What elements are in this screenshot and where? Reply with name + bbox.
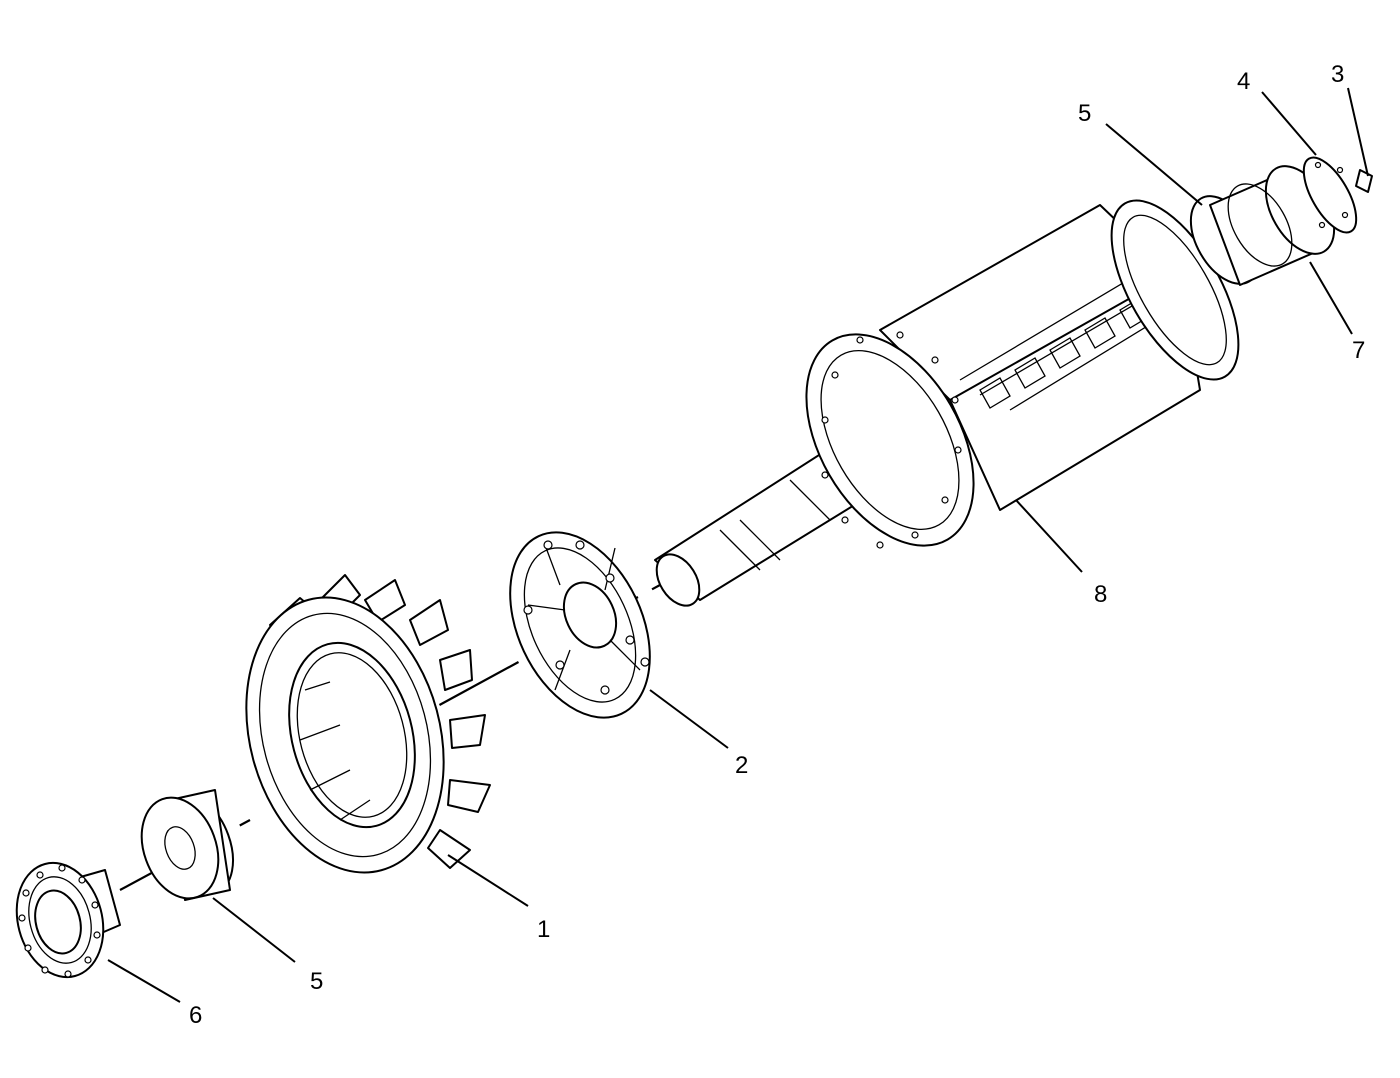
- hub-flange: [509, 531, 651, 719]
- callout-4: 4: [1237, 68, 1250, 95]
- leader-3: [1347, 87, 1369, 177]
- leader-6: [107, 959, 181, 1003]
- leader-1: [447, 854, 529, 907]
- spacer-ring: [140, 789, 234, 901]
- hub-flange-bolt-holes: [523, 540, 650, 695]
- fan: [245, 574, 491, 874]
- end-item-3: [1355, 169, 1373, 193]
- callout-2: 2: [735, 752, 748, 779]
- leader-5-upper: [1105, 123, 1203, 206]
- leader-2: [649, 689, 729, 749]
- callout-3: 3: [1331, 61, 1344, 88]
- callout-5-lower: 5: [310, 968, 323, 995]
- leader-5-lower: [212, 897, 296, 963]
- callout-7: 7: [1352, 337, 1365, 364]
- end-plate: [1302, 156, 1358, 234]
- coupling: [15, 861, 121, 979]
- main-rotor: [654, 199, 1240, 607]
- leader-7: [1309, 261, 1353, 335]
- coupling-bolt-holes: [18, 864, 101, 978]
- leader-lines: [107, 87, 1369, 1003]
- leader-4: [1261, 91, 1317, 156]
- exciter-rotor: [1189, 165, 1336, 286]
- leader-8: [1015, 499, 1083, 573]
- callout-6: 6: [189, 1002, 202, 1029]
- callout-5-upper: 5: [1078, 100, 1091, 127]
- callout-labels: 1 2 3 4 5 5 6 7 8: [189, 61, 1365, 1029]
- callout-8: 8: [1094, 581, 1107, 608]
- callout-1: 1: [537, 916, 550, 943]
- rotor-flange-bolt-holes: [821, 331, 962, 549]
